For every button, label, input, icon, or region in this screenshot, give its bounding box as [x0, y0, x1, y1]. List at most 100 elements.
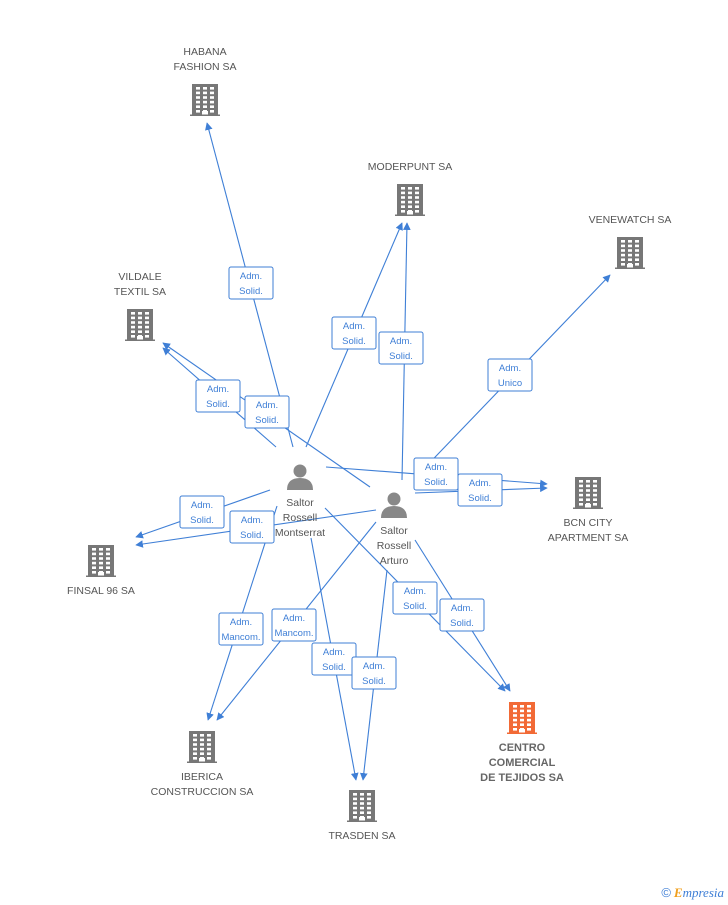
- relation-label-line: Adm.: [207, 384, 229, 395]
- company-name: DE TEJIDOS SA: [480, 772, 564, 784]
- relation-label-montserrat-habana[interactable]: Adm. Solid.: [228, 266, 274, 300]
- relation-label-line: Adm.: [499, 363, 521, 374]
- relation-label-line: Adm.: [256, 400, 278, 411]
- relation-label-arturo-finsal[interactable]: Adm. Solid.: [229, 510, 275, 544]
- building-icon: [187, 731, 217, 763]
- relation-label-arturo-iberica[interactable]: Adm. Mancom.: [271, 608, 317, 642]
- relation-label-line: Adm.: [323, 647, 345, 658]
- relation-label-line: Solid.: [322, 662, 346, 673]
- relation-label-line: Adm.: [191, 500, 213, 511]
- company-name: IBERICA: [181, 771, 223, 783]
- company-name: BCN CITY: [563, 517, 612, 529]
- company-node-finsal[interactable]: FINSAL 96 SA: [67, 545, 135, 597]
- relation-label-line: Adm.: [363, 661, 385, 672]
- relation-label-montserrat-iberica[interactable]: Adm. Mancom.: [218, 612, 264, 646]
- empresia-logo[interactable]: ©Empresia: [661, 885, 724, 901]
- relation-label-line: Adm.: [283, 613, 305, 624]
- company-name: VENEWATCH SA: [589, 214, 672, 226]
- relation-label-line: Adm.: [390, 336, 412, 347]
- relation-label-line: Adm.: [343, 321, 365, 332]
- person-name: Arturo: [380, 555, 409, 567]
- company-name: APARTMENT SA: [548, 532, 629, 544]
- relation-labels: Adm.Solid.Adm.Solid.Adm.Solid.Adm.UnicoA…: [179, 266, 533, 690]
- brand-name: mpresia: [682, 885, 724, 900]
- company-node-trasden[interactable]: TRASDEN SA: [328, 790, 396, 842]
- company-name: MODERPUNT SA: [368, 161, 452, 173]
- company-name: HABANA: [183, 46, 226, 58]
- relation-label-arturo-bcncity[interactable]: Adm. Solid.: [457, 473, 503, 507]
- relation-label-line: Solid.: [255, 415, 279, 426]
- company-name: VILDALE: [118, 271, 161, 283]
- relation-label-box: [228, 266, 274, 300]
- relation-label-line: Solid.: [362, 676, 386, 687]
- relation-label-box: [179, 495, 225, 529]
- relation-label-line: Solid.: [424, 477, 448, 488]
- relation-label-line: Unico: [498, 378, 522, 389]
- building-icon: [86, 545, 116, 577]
- relation-label-box: [413, 457, 459, 491]
- relation-label-line: Adm.: [241, 515, 263, 526]
- relation-label-line: Mancom.: [274, 628, 313, 639]
- company-node-moderpunt[interactable]: MODERPUNT SA: [368, 161, 452, 216]
- relation-label-line: Solid.: [450, 618, 474, 629]
- company-node-vildale[interactable]: VILDALE TEXTIL SA: [114, 271, 166, 341]
- relation-label-box: [229, 510, 275, 544]
- relation-label-line: Solid.: [240, 530, 264, 541]
- company-name: TEXTIL SA: [114, 286, 166, 298]
- building-icon: [615, 237, 645, 269]
- relation-label-box: [218, 612, 264, 646]
- relation-label-line: Adm.: [240, 271, 262, 282]
- building-icon: [190, 84, 220, 116]
- relation-label-montserrat-bcncity[interactable]: Adm. Solid.: [413, 457, 459, 491]
- relation-label-line: Adm.: [425, 462, 447, 473]
- company-node-iberica[interactable]: IBERICA CONSTRUCCION SA: [151, 731, 254, 798]
- building-icon: [347, 790, 377, 822]
- brand-initial: E: [673, 885, 683, 900]
- relation-label-montserrat-trasden[interactable]: Adm. Solid.: [311, 642, 357, 676]
- company-name: TRASDEN SA: [328, 830, 395, 842]
- relation-label-arturo-centro[interactable]: Adm.Solid.: [439, 598, 485, 632]
- relation-label-montserrat-centro[interactable]: Adm.Solid.: [392, 581, 438, 615]
- relation-label-montserrat-finsal[interactable]: Adm. Solid.: [179, 495, 225, 529]
- relation-label-arturo-venewatch[interactable]: Adm. Unico: [487, 358, 533, 392]
- relation-label-box: [378, 331, 424, 365]
- relation-label-arturo-vildale[interactable]: Adm. Solid.: [244, 395, 290, 429]
- relation-label-line: Solid.: [403, 601, 427, 612]
- company-node-bcncity[interactable]: BCN CITY APARTMENT SA: [548, 477, 629, 544]
- graph-nodes: HABANA FASHION SA MODERPUNT SA VENEWATCH SA…: [67, 46, 671, 842]
- company-name: FASHION SA: [173, 61, 236, 73]
- building-icon: [573, 477, 603, 509]
- relation-label-line: Solid.: [342, 336, 366, 347]
- company-node-habana[interactable]: HABANA FASHION SA: [173, 46, 237, 116]
- person-name: Saltor: [380, 525, 408, 537]
- company-name: FINSAL 96 SA: [67, 585, 135, 597]
- company-name: COMERCIAL: [489, 757, 556, 769]
- relation-label-line: Adm.: [469, 478, 491, 489]
- building-icon: [507, 702, 537, 734]
- company-node-venewatch[interactable]: VENEWATCH SA: [589, 214, 672, 269]
- relation-label-line: Mancom.: [221, 632, 260, 643]
- relation-label-montserrat-moderpunt[interactable]: Adm. Solid.: [331, 316, 377, 350]
- relation-label-line: Solid.: [389, 351, 413, 362]
- person-icon: [287, 464, 313, 490]
- copyright-icon: ©: [661, 885, 671, 900]
- relation-label-line: Solid.: [468, 493, 492, 504]
- company-name: CONSTRUCCION SA: [151, 786, 254, 798]
- relation-label-box: [439, 598, 485, 632]
- relation-label-box: [487, 358, 533, 392]
- relation-label-box: [457, 473, 503, 507]
- person-name: Montserrat: [275, 527, 325, 539]
- relation-label-line: Adm.: [230, 617, 252, 628]
- person-name: Rossell: [377, 540, 411, 552]
- person-name: Rossell: [283, 512, 317, 524]
- relation-label-arturo-moderpunt[interactable]: Adm. Solid.: [378, 331, 424, 365]
- relation-label-montserrat-vildale[interactable]: Adm.Solid.: [195, 379, 241, 413]
- relation-label-line: Solid.: [190, 515, 214, 526]
- relation-label-box: [195, 379, 241, 413]
- relation-label-arturo-trasden[interactable]: Adm. Solid.: [351, 656, 397, 690]
- relation-label-line: Solid.: [239, 286, 263, 297]
